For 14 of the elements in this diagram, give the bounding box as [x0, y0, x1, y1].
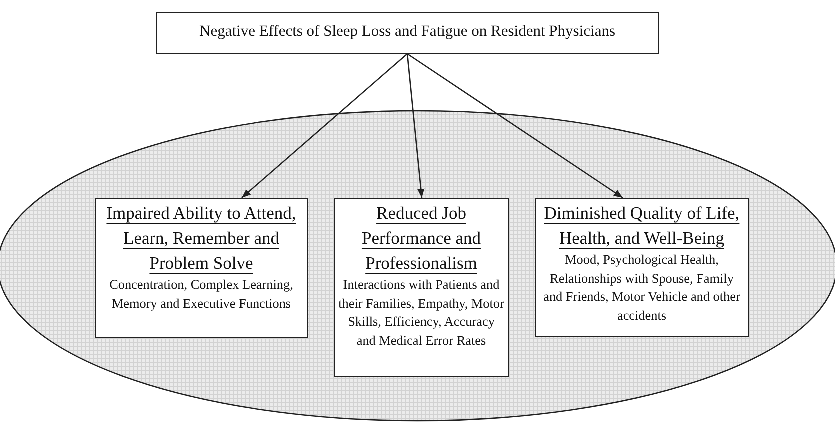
effect-box: [95, 198, 308, 338]
box-description: Concentration, Complex Learning, Memory and Executive Functions: [108, 276, 294, 313]
arrow: [406, 54, 425, 198]
box-heading: Reduced Job Performance and Professionalism: [360, 202, 482, 275]
box-description: Mood, Psychological Health, Relationships with Spouse, Family and Friends, Motor Vehicle and other accidents: [542, 251, 742, 324]
box-description: Interactions with Patients and their Families, Empathy, Motor Skills, Efficiency, Accuracy and Medical Error Rates: [338, 276, 505, 350]
arrow: [407, 53, 624, 199]
box-title: Negative Effects of Sleep Loss and Fatigue on Resident Physicians: [198, 22, 616, 42]
title-box: [156, 12, 659, 54]
effect-box: [535, 198, 749, 337]
box-heading: Diminished Quality of Life, Health, and Well-Being: [543, 202, 741, 250]
box-heading: Impaired Ability to Attend, Learn, Remember and Problem Solve: [106, 202, 298, 275]
arrow: [242, 54, 408, 198]
effect-box: [334, 198, 509, 377]
